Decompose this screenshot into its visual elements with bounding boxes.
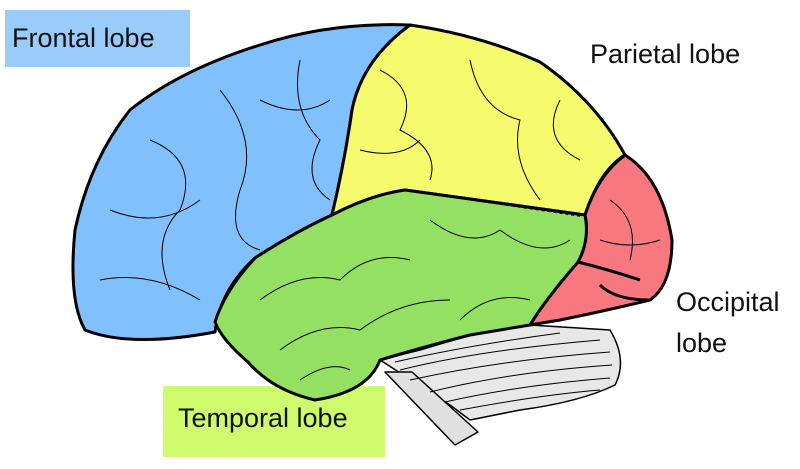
parietal-lobe-label: Parietal lobe <box>590 39 741 69</box>
cerebellum-folds <box>394 332 613 411</box>
temporal-label-background <box>163 386 385 457</box>
temporal-lobe-label: Temporal lobe <box>178 403 348 433</box>
cerebellum <box>379 324 622 421</box>
frontal-lobe-label: Frontal lobe <box>12 23 155 53</box>
occipital-lobe-label-line1: Occipital <box>676 287 780 317</box>
gyri-lines <box>99 59 661 381</box>
brainstem <box>384 371 479 446</box>
occipital-sulcus <box>577 260 651 302</box>
frontal-label-background <box>5 10 190 67</box>
temporal-lobe <box>213 188 588 402</box>
occipital-lobe-label-line2: lobe <box>676 328 728 358</box>
